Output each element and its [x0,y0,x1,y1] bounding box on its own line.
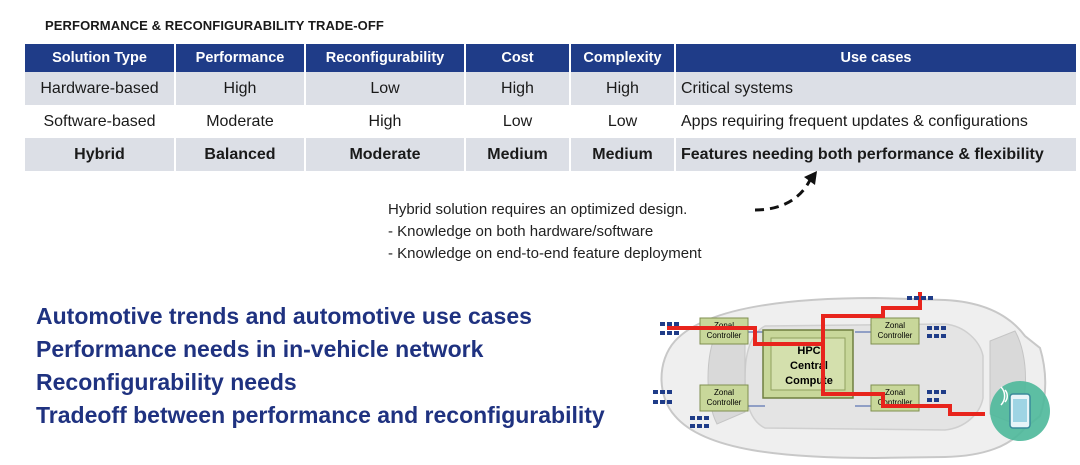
header-complexity: Complexity [569,44,675,72]
data-path-line [667,292,922,346]
cell-solution-type: Hardware-based [25,72,175,105]
svg-text:Controller: Controller [707,398,742,407]
hpc-central-compute: HPC Central Compute [762,329,854,399]
table-header-row: Solution Type Performance Reconfigurabil… [25,44,1076,72]
cell-reconfigurability: Moderate [304,138,465,171]
zonal-controller-bottom-left: Zonal Controller [699,384,749,412]
cell-use-cases: Apps requiring frequent updates & config… [674,105,1076,138]
table-row: Hardware-based High Low High High Critic… [25,72,1076,105]
header-solution-type: Solution Type [25,44,175,72]
cell-cost: Medium [464,138,570,171]
topic-list: Automotive trends and automotive use cas… [36,300,605,432]
header-reconfigurability: Reconfigurability [304,44,465,72]
zonal-controller-top-right: Zonal Controller [870,317,920,345]
section-title: PERFORMANCE & RECONFIGURABILITY TRADE-OF… [45,18,384,33]
cell-performance: High [174,72,305,105]
tradeoff-table: Solution Type Performance Reconfigurabil… [25,44,1076,171]
data-path-line [821,344,985,416]
note-line: - Knowledge on end-to-end feature deploy… [388,245,702,262]
svg-text:Controller: Controller [707,331,742,340]
list-item: Performance needs in in-vehicle network [36,336,484,362]
zonal-controller-top-left: Zonal Controller [699,317,749,345]
cell-cost: Low [464,105,570,138]
dashed-arrow-icon [754,171,817,212]
svg-text:Compute: Compute [785,375,833,387]
cell-cost: High [464,72,570,105]
svg-text:Controller: Controller [878,331,913,340]
header-performance: Performance [174,44,305,72]
cell-complexity: Low [569,105,675,138]
list-item: Tradeoff between performance and reconfi… [36,402,605,428]
cell-performance: Balanced [174,138,305,171]
list-item: Automotive trends and automotive use cas… [36,303,532,329]
cell-performance: Moderate [174,105,305,138]
connector-ports-icon [653,296,946,428]
cell-use-cases: Features needing both performance & flex… [674,138,1076,171]
svg-text:Zonal: Zonal [714,321,734,330]
svg-text:Zonal: Zonal [885,321,905,330]
cell-reconfigurability: High [304,105,465,138]
header-cost: Cost [464,44,570,72]
cell-reconfigurability: Low [304,72,465,105]
svg-text:Zonal: Zonal [714,388,734,397]
smartphone-icon [990,381,1050,441]
cell-solution-type: Hybrid [25,138,175,171]
cell-complexity: Medium [569,138,675,171]
svg-text:HPC: HPC [797,345,820,357]
table-row: Hybrid Balanced Moderate Medium Medium F… [25,138,1076,171]
vehicle-network-diagram: Zonal Controller Zonal Controller Zonal … [653,292,1050,460]
cell-solution-type: Software-based [25,105,175,138]
cell-complexity: High [569,72,675,105]
list-item: Reconfigurability needs [36,369,297,395]
svg-text:Controller: Controller [878,398,913,407]
cell-use-cases: Critical systems [674,72,1076,105]
svg-text:Zonal: Zonal [885,388,905,397]
hybrid-note: Hybrid solution requires an optimized de… [388,199,702,265]
note-line: - Knowledge on both hardware/software [388,223,654,240]
svg-text:Central: Central [790,360,828,372]
note-line: Hybrid solution requires an optimized de… [388,201,688,218]
header-use-cases: Use cases [674,44,1076,72]
table-row: Software-based Moderate High Low Low App… [25,105,1076,138]
